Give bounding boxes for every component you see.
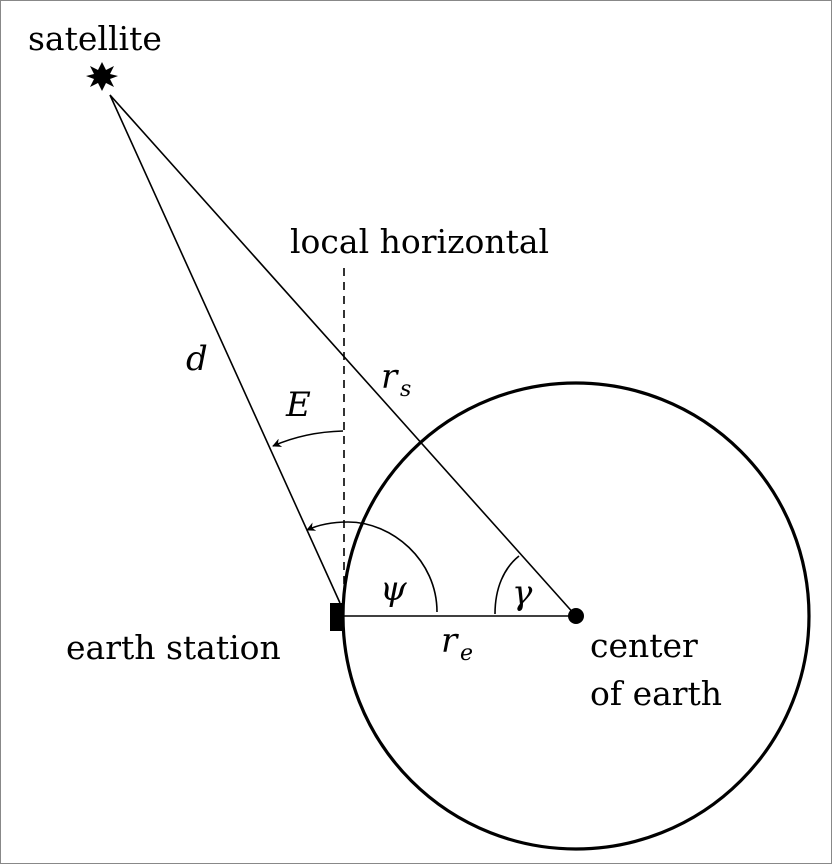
label-of-earth: of earth: [590, 674, 722, 713]
label-local-horizontal: local horizontal: [290, 222, 549, 261]
label-rs-subscript: s: [400, 377, 411, 402]
label-d: d: [186, 339, 208, 379]
arc-gamma: [494, 555, 520, 615]
label-re-base: r: [441, 621, 459, 661]
line-d-slant-range: [109, 94, 341, 604]
label-earth-station: earth station: [66, 628, 281, 667]
label-psi: ψ: [380, 569, 407, 609]
label-re-subscript: e: [460, 641, 473, 666]
earth-station-marker: [330, 603, 344, 631]
satellite-icon: [86, 62, 118, 91]
label-satellite: satellite: [28, 19, 162, 58]
line-rs-satellite-radius: [109, 94, 577, 617]
label-gamma: γ: [512, 573, 533, 613]
label-E: E: [285, 385, 311, 425]
arc-psi: [306, 521, 438, 613]
arc-elevation-E: [272, 430, 344, 447]
label-center: center: [590, 626, 698, 665]
label-rs-base: r: [381, 357, 399, 397]
